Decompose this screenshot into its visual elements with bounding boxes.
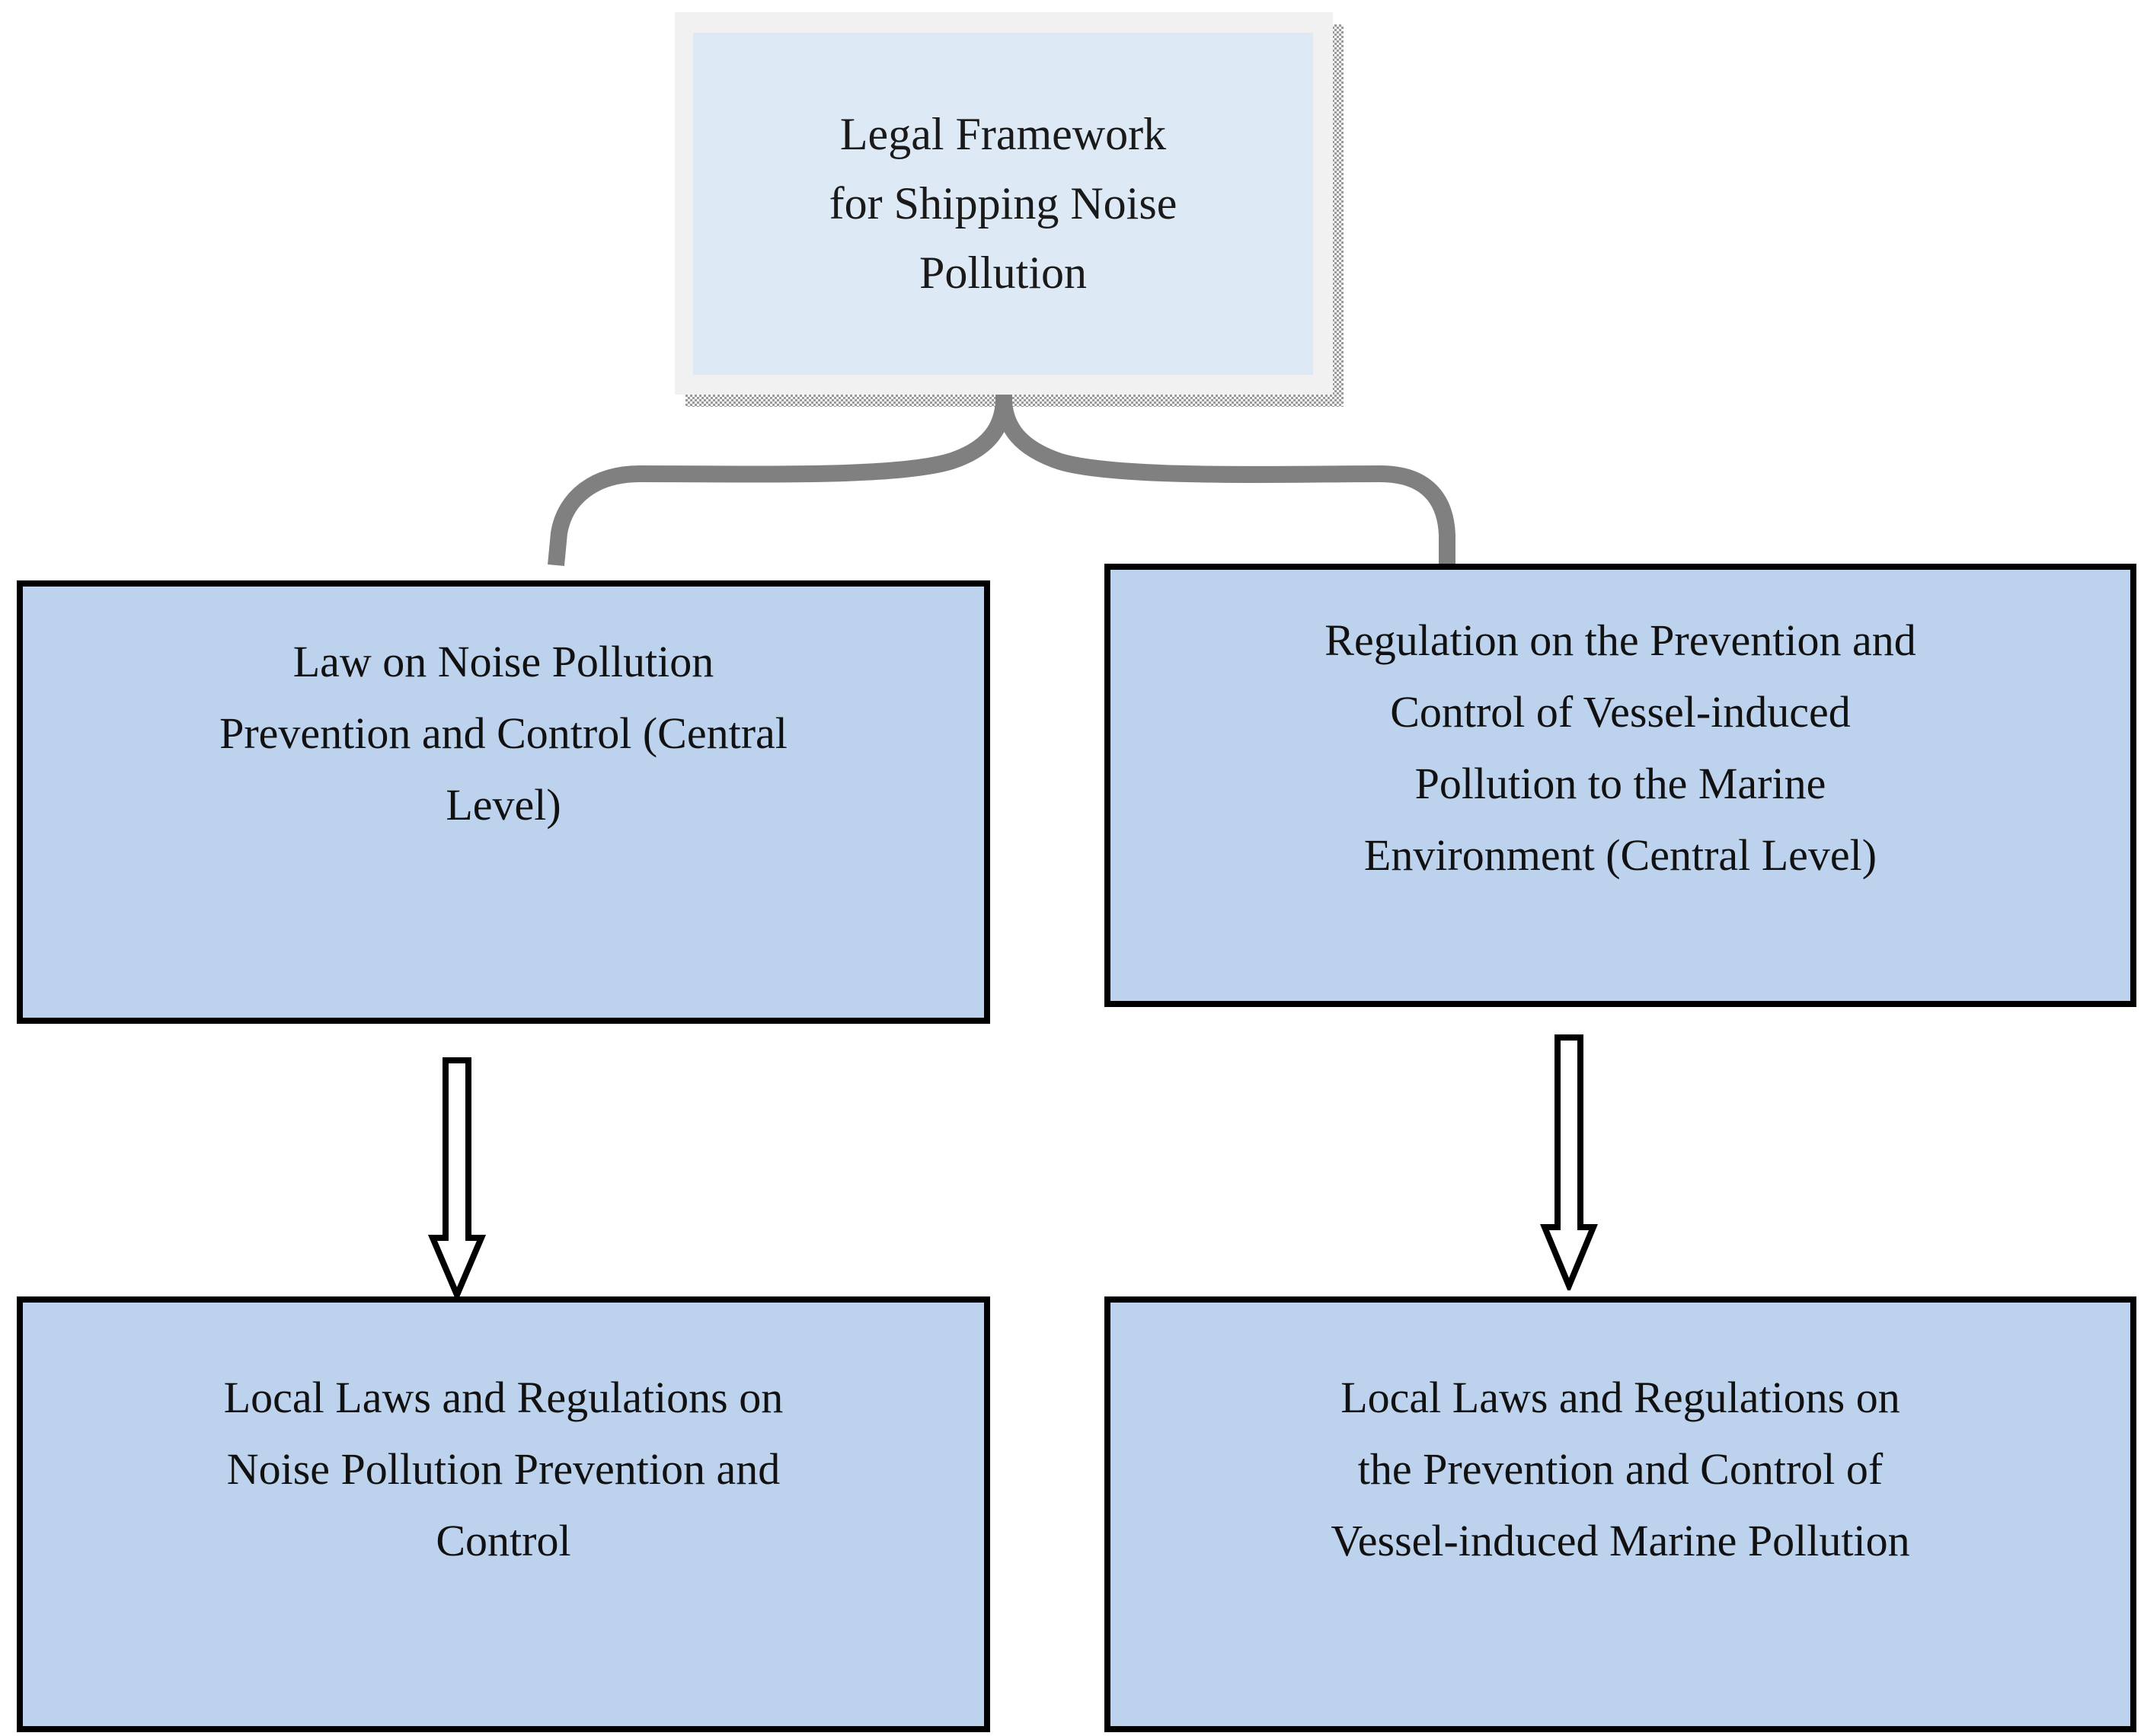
- node-local-vessel-pollution-label: Local Laws and Regulations on the Preven…: [1110, 1303, 2130, 1577]
- node-law-noise-pollution-label: Law on Noise Pollution Prevention and Co…: [23, 587, 984, 841]
- node-regulation-line-3: Pollution to the Marine: [1414, 758, 1826, 808]
- node-regulation-line-1: Regulation on the Prevention and: [1324, 615, 1916, 665]
- node-local-vessel-line-2: the Prevention and Control of: [1357, 1443, 1884, 1494]
- node-local-vessel-pollution[interactable]: Local Laws and Regulations on the Preven…: [1104, 1296, 2136, 1732]
- connector-right-branch: [995, 393, 1455, 564]
- node-law-noise-pollution[interactable]: Law on Noise Pollution Prevention and Co…: [17, 580, 990, 1024]
- node-regulation-vessel-pollution[interactable]: Regulation on the Prevention and Control…: [1104, 564, 2136, 1007]
- node-regulation-vessel-pollution-label: Regulation on the Prevention and Control…: [1110, 570, 2130, 891]
- node-regulation-line-4: Environment (Central Level): [1363, 830, 1877, 880]
- node-legal-framework-line-3: Pollution: [919, 248, 1088, 299]
- node-legal-framework[interactable]: Legal Framework for Shipping Noise Pollu…: [693, 33, 1313, 375]
- node-local-vessel-line-1: Local Laws and Regulations on: [1340, 1373, 1900, 1422]
- node-legal-framework-label: Legal Framework for Shipping Noise Pollu…: [711, 100, 1295, 309]
- node-local-vessel-line-3: Vessel-induced Marine Pollution: [1331, 1515, 1910, 1565]
- node-local-noise-line-1: Local Laws and Regulations on: [223, 1373, 784, 1422]
- node-law-line-3: Level): [446, 779, 561, 830]
- node-legal-framework-line-2: for Shipping Noise: [829, 177, 1177, 229]
- connector-left-branch: [548, 393, 1012, 567]
- node-local-noise-line-2: Noise Pollution Prevention and: [226, 1443, 781, 1494]
- node-local-noise-pollution[interactable]: Local Laws and Regulations on Noise Poll…: [17, 1296, 990, 1732]
- node-law-line-2: Prevention and Control (Central: [219, 708, 788, 758]
- arrow-down-icon-left: [428, 1057, 486, 1298]
- node-local-noise-pollution-label: Local Laws and Regulations on Noise Poll…: [23, 1303, 984, 1577]
- node-regulation-line-2: Control of Vessel-induced: [1390, 686, 1851, 737]
- node-law-line-1: Law on Noise Pollution: [292, 637, 714, 686]
- arrow-down-icon-right: [1540, 1034, 1598, 1290]
- node-local-noise-line-3: Control: [436, 1515, 571, 1565]
- node-legal-framework-line-1: Legal Framework: [839, 108, 1167, 159]
